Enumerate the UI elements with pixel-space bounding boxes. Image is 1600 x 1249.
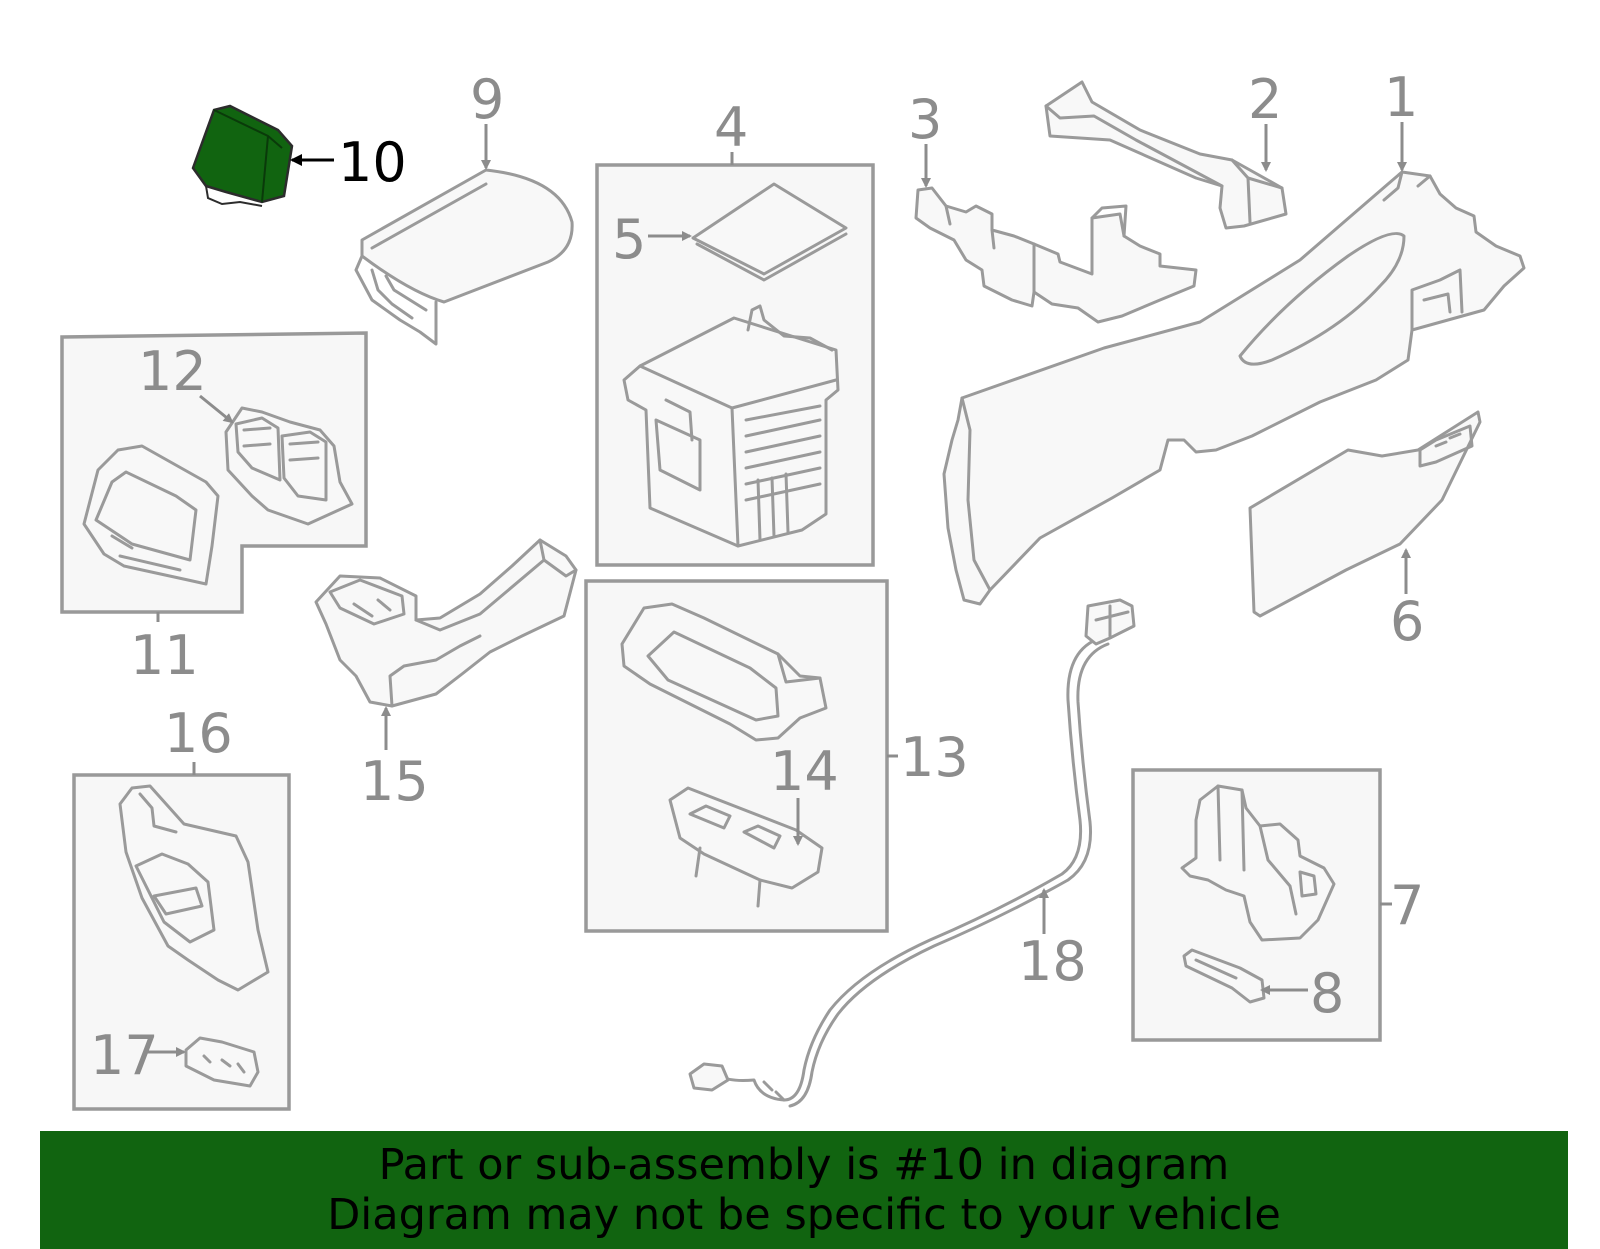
callout-1: 1: [1384, 66, 1418, 129]
callout-12: 12: [138, 340, 207, 403]
part-6-panel[interactable]: [1248, 410, 1482, 618]
part-8-latch[interactable]: [1182, 948, 1266, 1004]
callout-16: 16: [164, 702, 233, 765]
part-14-switch[interactable]: [668, 786, 824, 908]
callout-8: 8: [1310, 962, 1344, 1025]
arrow-12: [199, 394, 234, 424]
callout-14: 14: [770, 740, 839, 803]
callout-6: 6: [1390, 590, 1424, 653]
callout-4: 4: [714, 96, 748, 159]
callout-2: 2: [1248, 68, 1282, 131]
callout-18: 18: [1018, 930, 1087, 993]
callout-15: 15: [360, 750, 429, 813]
callout-5: 5: [612, 208, 646, 271]
part-1-center-console[interactable]: [942, 170, 1526, 606]
part-3-bracket[interactable]: [914, 186, 1198, 324]
part-7-mechanism[interactable]: [1180, 784, 1336, 942]
callout-11: 11: [130, 624, 199, 687]
part-16-bezel[interactable]: [118, 784, 270, 992]
callout-9: 9: [470, 68, 504, 131]
part-5-tray[interactable]: [691, 182, 848, 282]
part-11-bezel[interactable]: [82, 444, 220, 586]
part-13-bezel[interactable]: [620, 602, 828, 742]
callout-13: 13: [900, 726, 969, 789]
part-4-console-box[interactable]: [622, 304, 840, 548]
banner-line-1: Part or sub-assembly is #10 in diagram: [378, 1140, 1230, 1190]
part-10-highlighted[interactable]: [191, 104, 294, 207]
part-9-armrest-lid[interactable]: [354, 168, 574, 346]
part-2-duct[interactable]: [1044, 80, 1288, 230]
callout-7: 7: [1390, 874, 1424, 937]
part-12-vents[interactable]: [224, 406, 354, 526]
callout-10: 10: [338, 131, 407, 194]
banner-line-2: Diagram may not be specific to your vehi…: [327, 1190, 1281, 1240]
part-18-harness[interactable]: [688, 598, 1136, 1108]
part-17-switch[interactable]: [184, 1036, 260, 1088]
callout-3: 3: [908, 88, 942, 151]
part-15-duct[interactable]: [314, 538, 578, 708]
callout-17: 17: [90, 1024, 159, 1087]
info-banner: Part or sub-assembly is #10 in diagram D…: [40, 1131, 1568, 1249]
